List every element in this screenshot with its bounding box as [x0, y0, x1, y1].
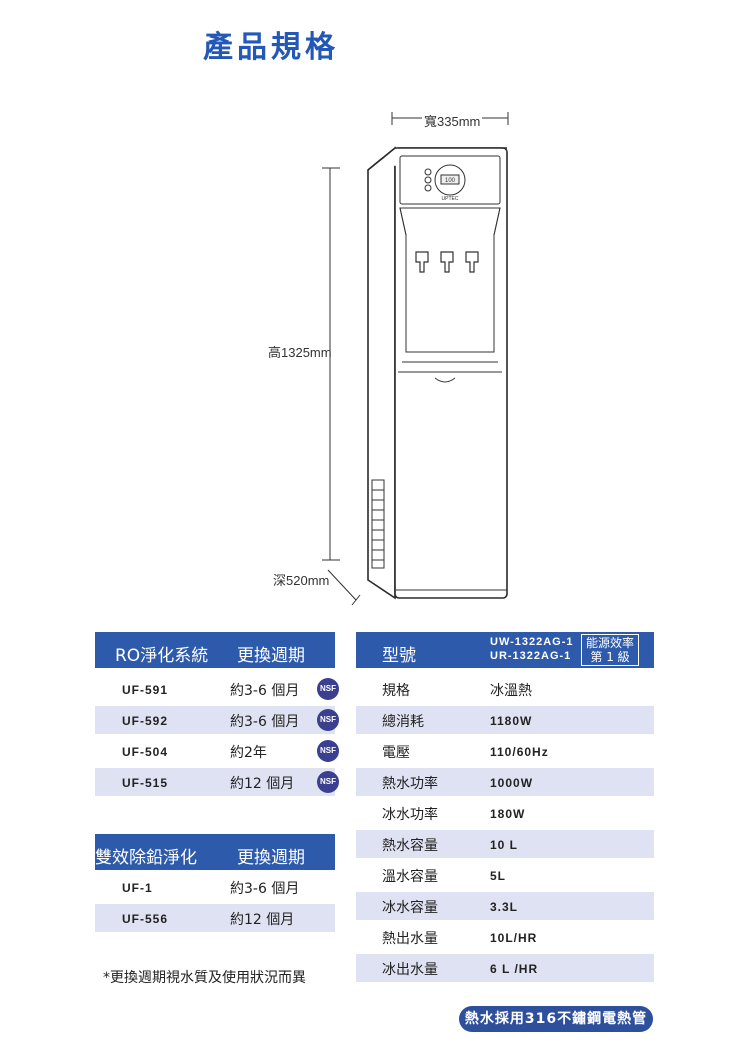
- spec-value: 10L/HR: [490, 931, 538, 945]
- table-row: UF-504 約2年 NSF: [95, 737, 339, 765]
- table-row: 冰水容量 3.3L: [356, 892, 654, 920]
- table-row: 冰水功率 180W: [356, 799, 654, 827]
- dispenser-brand: UPTEC: [442, 196, 459, 202]
- ro-model: UF-592: [122, 714, 169, 728]
- spec-label: 熱水容量: [382, 838, 438, 854]
- ro-period: 約3-6 個月: [230, 714, 300, 730]
- table-row: UF-591 約3-6 個月 NSF: [95, 675, 339, 703]
- spec-label: 冰出水量: [382, 962, 438, 978]
- table-row: 冰出水量 6 L /HR: [356, 954, 654, 982]
- width-label: 寬335mm: [422, 111, 483, 130]
- nsf-badge: NSF: [317, 678, 339, 700]
- ro-period: 約3-6 個月: [230, 683, 300, 699]
- spec-value: 110/60Hz: [490, 745, 549, 759]
- lead-header-left: 雙效除鉛淨化: [95, 848, 197, 868]
- ro-header-right: 更換週期: [237, 646, 305, 666]
- depth-label: 深520mm: [273, 573, 330, 588]
- heating-tube-badge: 熱水採用316不鏽鋼電熱管: [459, 1006, 653, 1032]
- table-row: 規格 冰溫熱: [356, 675, 654, 703]
- spec-label: 冰水功率: [382, 807, 438, 823]
- spec-value: 1000W: [490, 776, 534, 790]
- ro-period: 約2年: [230, 745, 267, 761]
- ro-header-left: RO淨化系統: [115, 646, 209, 666]
- ro-table-header: RO淨化系統 更換週期: [95, 632, 335, 668]
- nsf-badge: NSF: [317, 709, 339, 731]
- height-label: 高1325mm: [268, 345, 332, 360]
- spec-label: 熱出水量: [382, 931, 438, 947]
- table-row: UF-556 約12 個月: [95, 904, 335, 932]
- model-number: UW-1322AG-1: [490, 636, 574, 648]
- spec-value: 10 L: [490, 838, 519, 852]
- spec-table-header: 型號 UW-1322AG-1 UR-1322AG-1 能源效率 第 1 級: [356, 632, 654, 668]
- nsf-badge: NSF: [317, 771, 339, 793]
- energy-label-top: 能源效率: [586, 636, 635, 650]
- table-row: UF-1 約3-6 個月: [95, 873, 335, 901]
- spec-header-label: 型號: [382, 646, 416, 666]
- ro-model: UF-591: [122, 683, 169, 697]
- table-row: 熱水功率 1000W: [356, 768, 654, 796]
- table-row: 溫水容量 5L: [356, 861, 654, 889]
- lead-table-header: 雙效除鉛淨化 更換週期: [95, 834, 335, 870]
- product-drawing: 100 UPTEC: [322, 112, 509, 606]
- lead-model: UF-1: [122, 881, 153, 895]
- spec-value: 5L: [490, 869, 507, 883]
- table-row: 電壓 110/60Hz: [356, 737, 654, 765]
- spec-value: 3.3L: [490, 900, 519, 914]
- ro-model: UF-504: [122, 745, 169, 759]
- spec-value: 1180W: [490, 714, 533, 728]
- spec-value: 6 L /HR: [490, 962, 539, 976]
- spec-value: 冰溫熱: [490, 683, 532, 699]
- table-row: UF-592 約3-6 個月 NSF: [95, 706, 339, 734]
- page-title: 產品規格: [203, 30, 339, 65]
- energy-label-bottom: 第 1 級: [590, 650, 630, 664]
- spec-label: 總消耗: [382, 714, 424, 730]
- lead-model: UF-556: [122, 912, 169, 926]
- model-number: UR-1322AG-1: [490, 650, 572, 662]
- spec-value: 180W: [490, 807, 526, 821]
- table-row: UF-515 約12 個月 NSF: [95, 768, 339, 796]
- spec-label: 冰水容量: [382, 900, 438, 916]
- nsf-badge: NSF: [317, 740, 339, 762]
- spec-label: 熱水功率: [382, 776, 438, 792]
- ro-period: 約12 個月: [230, 776, 295, 792]
- lead-period: 約3-6 個月: [230, 881, 300, 897]
- energy-efficiency-label: 能源效率 第 1 級: [581, 634, 640, 666]
- lead-period: 約12 個月: [230, 912, 295, 928]
- footnote: *更換週期視水質及使用狀況而異: [103, 970, 306, 986]
- spec-label: 電壓: [382, 745, 410, 761]
- spec-label: 規格: [382, 683, 410, 699]
- spec-label: 溫水容量: [382, 869, 438, 885]
- ro-model: UF-515: [122, 776, 169, 790]
- table-row: 熱出水量 10L/HR: [356, 923, 654, 951]
- lead-header-right: 更換週期: [237, 848, 305, 868]
- table-row: 熱水容量 10 L: [356, 830, 654, 858]
- table-row: 總消耗 1180W: [356, 706, 654, 734]
- dispenser-display: 100: [445, 178, 456, 184]
